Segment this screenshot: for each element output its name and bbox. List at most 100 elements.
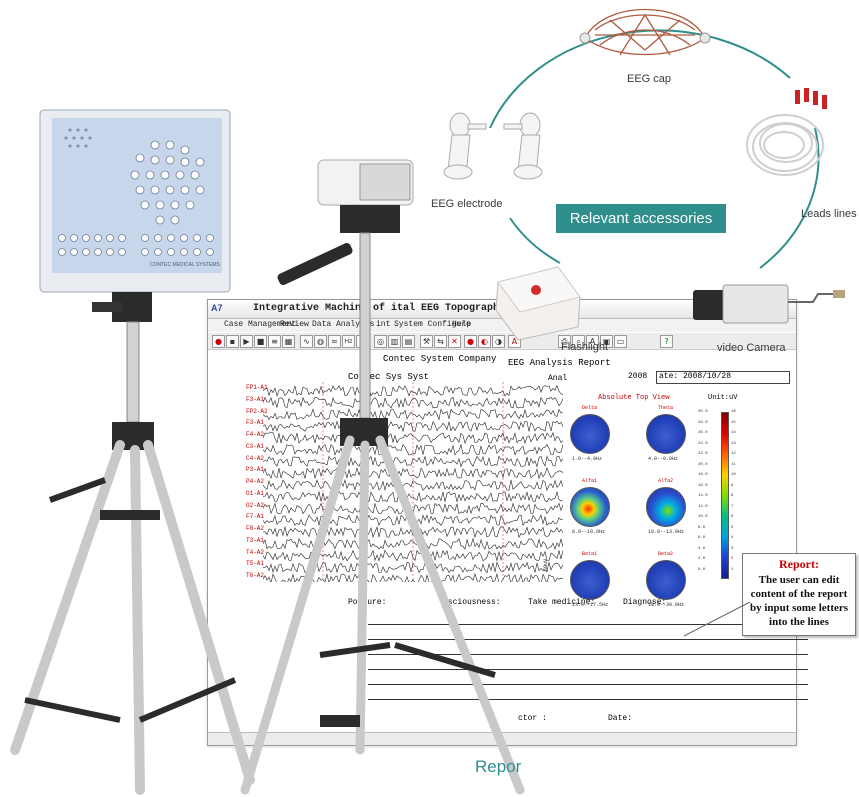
help-icon[interactable]: ? [660,335,673,348]
menu-data-analysis[interactable]: Data Analysis [312,320,375,329]
menu-review[interactable]: Review [280,320,309,329]
scale-value: 16.0 [698,483,708,488]
scale-index: 3 [731,546,734,551]
video-camera-label: video Camera [717,342,786,354]
font-icon[interactable]: A [586,335,599,348]
leads-lines-label: Leads lines [801,208,857,220]
doctor-field[interactable]: ctor : [518,714,547,723]
channel-label: O1-A1 [246,489,265,497]
halfcircle-icon[interactable]: ◑ [492,335,505,348]
window-title: Integrative Machine of ital EEG Topograp… [253,303,542,314]
topo-title: Absolute Top View [598,394,670,402]
chart-icon[interactable]: ∿ [300,335,313,348]
wave-icon[interactable]: ≈ [328,335,341,348]
posture-field[interactable]: Posture: [348,598,387,607]
swap-icon[interactable]: ⇆ [434,335,447,348]
system-line: Contec Sys Syst [348,372,430,382]
scale-value: 20.0 [698,462,708,467]
report-document: Contec System Company EEG Analysis Repor… [218,352,808,732]
print-icon[interactable]: ⎙ [558,335,571,348]
scale-value: 0.0 [698,567,706,572]
eeg-trace [262,443,564,456]
menu-help[interactable]: Help [452,320,472,329]
table-icon[interactable]: ▤ [402,335,415,348]
channel-label: F3-A1 [246,419,265,427]
channel-label: T4-A2 [246,548,265,556]
callout-pointer [683,601,751,637]
video-camera-image [693,284,845,324]
channel-label: C3-A1 [246,442,265,450]
scale-value: 14.0 [698,494,708,498]
unit-label: Unit:uV [708,394,738,402]
scale-value: 18.0 [698,473,708,477]
list-icon[interactable]: ≡ [268,335,281,348]
scale-index: 14 [731,431,736,435]
close-icon[interactable]: ✕ [448,335,461,348]
pie-icon[interactable]: ◐ [478,335,491,348]
eeg-trace [262,384,564,397]
band-range: 13.0--17.5Hz [572,602,609,608]
hz-icon[interactable]: Hz [342,335,355,348]
report-line[interactable] [368,624,808,625]
channel-label: FP2-A2 [246,407,268,415]
globe-icon[interactable]: ◍ [314,335,327,348]
report-line[interactable] [368,669,808,670]
topo-map [646,487,686,527]
diagnose-field[interactable]: Diagnose: [623,598,667,607]
image-icon[interactable]: ▣ [600,335,613,348]
scale-index: 12 [731,452,736,456]
scale-index: 6 [731,515,734,519]
scale-index: 10 [731,473,736,477]
consciousness-field[interactable]: nsciousness: [443,598,501,607]
toolbar: ● ▪ ▶ ■ ≡ ▦ ∿ ◍ ≈ Hz ◀ ◎ ▥ ▤ ⚒ ⇆ ✕ ● ◐ ◑… [208,333,796,350]
scale-value: 2.0 [698,557,706,561]
scale-value: 6.0 [698,536,706,540]
scale-index: 13 [731,441,736,446]
window-icon[interactable]: ▭ [614,335,627,348]
channel-label: FP1-A1 [246,384,268,391]
scale-value: 26.0 [698,431,708,435]
band-name: Alfa2 [658,478,674,484]
menu-print[interactable]: int [376,320,391,329]
software-window: A7 Integrative Machine of ital EEG Topog… [207,299,808,746]
topo-map [646,560,686,600]
report-line[interactable] [368,684,808,685]
play-icon[interactable]: ▶ [240,335,253,348]
date-sign-field[interactable]: Date: [608,714,633,723]
band-range: 10.0--13.0Hz [648,529,685,535]
grid-icon[interactable]: ▦ [282,335,295,348]
target-icon[interactable]: ◎ [374,335,387,348]
channel-label: T5-A1 [246,560,265,568]
menu-system-configure[interactable]: System Configure [394,320,471,329]
tools-icon[interactable]: ⚒ [420,335,433,348]
scale-index: 5 [731,525,734,530]
channel-label: O2-A2 [246,501,265,509]
eeg-trace [262,479,564,492]
bars-icon[interactable]: ▥ [388,335,401,348]
app-icon: A7 [211,303,223,313]
band-range: 8.0--10.0Hz [572,529,606,535]
callout-body: The user can edit content of the report … [749,574,849,628]
eeg-trace [262,431,564,445]
flash-stimulator-tripod [240,159,525,795]
preview-icon[interactable]: ⌕ [572,335,585,348]
report-line[interactable] [368,639,808,640]
topo-map [570,414,610,454]
record-icon[interactable]: ● [212,335,225,348]
date-field[interactable]: ate: 2008/10/28 [656,371,790,384]
report-callout: Report: The user can edit content of the… [742,553,856,636]
menu-case-management[interactable]: Case Management [224,320,297,329]
eeg-trace [262,490,564,503]
save-icon[interactable]: ▪ [226,335,239,348]
stop-icon[interactable]: ■ [254,335,267,348]
scale-index: 11 [731,462,736,467]
circle-red-icon[interactable]: ● [464,335,477,348]
report-line[interactable] [368,654,808,655]
report-line[interactable] [368,699,808,700]
band-name: Alfa1 [582,478,598,484]
topo-map [646,414,686,454]
band-name: Beta1 [582,551,598,557]
medicine-field[interactable]: Take medicine: [528,598,596,607]
relevant-accessories-banner: Relevant accessories [556,204,726,233]
eeg-cap-label: EEG cap [627,73,672,85]
